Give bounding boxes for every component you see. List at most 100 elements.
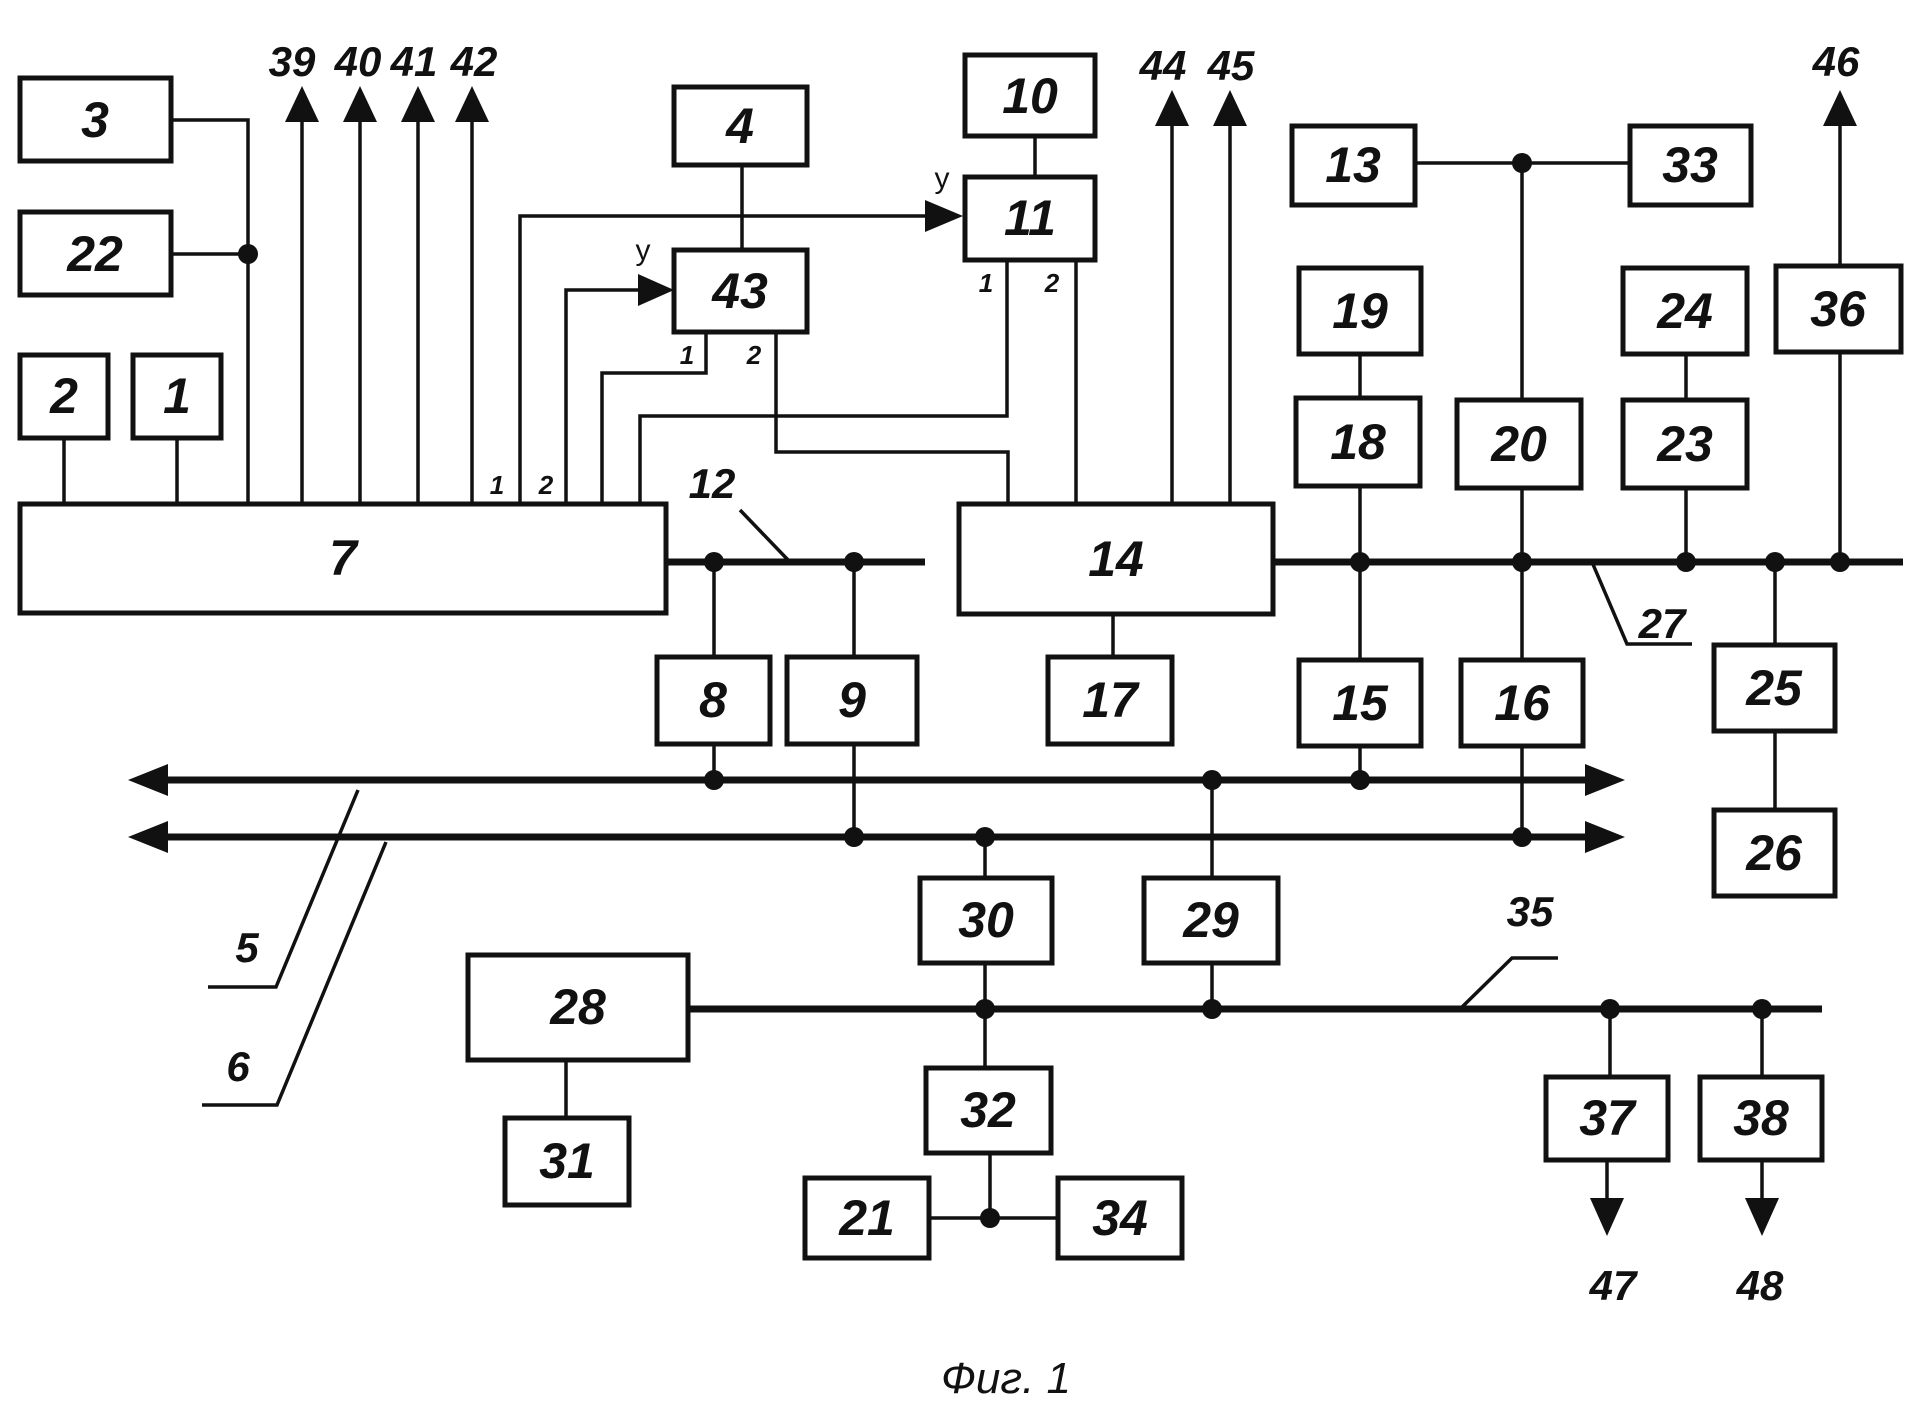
block-17-label: 17	[1082, 672, 1140, 728]
leader-12	[740, 510, 790, 562]
block-4-label: 4	[725, 98, 754, 154]
junction-27-20	[1512, 552, 1532, 572]
block-2: 2	[20, 355, 108, 438]
block-24-label: 24	[1656, 283, 1713, 339]
output-40: 40	[334, 38, 382, 85]
block-18-label: 18	[1330, 414, 1386, 470]
block-10-label: 10	[1002, 68, 1058, 124]
block-13: 13	[1292, 126, 1415, 205]
block-23-label: 23	[1656, 416, 1713, 472]
arrow-up-41	[401, 86, 435, 122]
output-42: 42	[450, 38, 498, 85]
block-30: 30	[920, 878, 1052, 963]
junction-13-33	[1512, 153, 1532, 173]
block-20-label: 20	[1490, 416, 1547, 472]
block-9-label: 9	[838, 672, 866, 728]
arrow-up-44	[1155, 90, 1189, 126]
wire-7-ctrl-43	[566, 290, 645, 504]
block-13-label: 13	[1325, 137, 1381, 193]
block-3-label: 3	[81, 92, 109, 148]
output-41: 41	[390, 38, 438, 85]
block-1-label: 1	[163, 368, 191, 424]
junction-3-22	[238, 244, 258, 264]
block-10: 10	[965, 55, 1095, 136]
block-30-label: 30	[958, 892, 1014, 948]
junction-12-8	[704, 552, 724, 572]
output-44: 44	[1139, 42, 1187, 89]
block-16-label: 16	[1494, 675, 1551, 731]
bus-12-label: 12	[689, 460, 736, 507]
block-11-label: 11	[1004, 190, 1056, 246]
control-mark-43: у	[636, 234, 651, 267]
block-29: 29	[1144, 878, 1278, 963]
junction-27-25	[1765, 552, 1785, 572]
wire-43-pin2-to-14	[776, 332, 1008, 504]
figure-caption: Фиг. 1	[941, 1354, 1071, 1403]
block-25: 25	[1714, 645, 1835, 731]
block-32: 32	[926, 1068, 1051, 1153]
bus-5-label: 5	[235, 924, 259, 971]
block-19-label: 19	[1332, 283, 1388, 339]
block-7-label: 7	[329, 530, 359, 586]
junction-6-16	[1512, 827, 1532, 847]
pin-7-out-2: 2	[538, 470, 554, 500]
block-21-label: 21	[838, 1190, 895, 1246]
block-43: 43	[674, 250, 807, 332]
junction-5-15	[1350, 770, 1370, 790]
block-15-label: 15	[1332, 675, 1389, 731]
leader-35	[1460, 958, 1558, 1009]
arrow-up-42	[455, 86, 489, 122]
block-22: 22	[20, 212, 171, 295]
block-29-label: 29	[1182, 892, 1239, 948]
arrow-bus5-left	[128, 764, 168, 796]
arrow-up-46	[1823, 90, 1857, 126]
block-20: 20	[1457, 400, 1581, 488]
block-17: 17	[1048, 657, 1172, 744]
block-34-label: 34	[1092, 1190, 1148, 1246]
block-25-label: 25	[1745, 660, 1803, 716]
wire-3-to-7	[171, 120, 248, 504]
block-32-label: 32	[960, 1082, 1016, 1138]
block-37-label: 37	[1579, 1090, 1637, 1146]
wire-32-21-34	[929, 1153, 1058, 1218]
block-14: 14	[959, 504, 1273, 614]
junction-6-30	[975, 827, 995, 847]
pin-43-1: 1	[680, 340, 694, 370]
junction-5-8	[704, 770, 724, 790]
junction-21-34	[980, 1208, 1000, 1228]
block-33-label: 33	[1662, 137, 1718, 193]
block-31: 31	[505, 1118, 629, 1205]
junction-35-37	[1600, 999, 1620, 1019]
block-23: 23	[1623, 400, 1747, 488]
block-11: 11	[965, 177, 1095, 260]
block-36: 36	[1776, 266, 1901, 352]
junction-27-36	[1830, 552, 1850, 572]
arrow-up-40	[343, 86, 377, 122]
block-26: 26	[1714, 810, 1835, 896]
bus-35-label: 35	[1507, 888, 1554, 935]
block-38-label: 38	[1733, 1090, 1789, 1146]
leader-5	[208, 790, 358, 987]
block-19: 19	[1299, 268, 1421, 354]
block-38: 38	[1700, 1077, 1822, 1160]
arrow-up-45	[1213, 90, 1247, 126]
block-43-label: 43	[711, 263, 768, 319]
block-4: 4	[674, 87, 807, 165]
junction-6-9	[844, 827, 864, 847]
junction-27-18	[1350, 552, 1370, 572]
block-1: 1	[133, 355, 221, 438]
arrow-bus6-left	[128, 821, 168, 853]
block-8-label: 8	[699, 672, 727, 728]
junction-35-29	[1202, 999, 1222, 1019]
block-36-label: 36	[1810, 281, 1867, 337]
block-22-label: 22	[66, 226, 123, 282]
output-48: 48	[1736, 1262, 1784, 1309]
block-26-label: 26	[1745, 825, 1803, 881]
output-46: 46	[1812, 38, 1860, 85]
pin-7-out-1: 1	[490, 470, 504, 500]
control-mark-11: у	[935, 162, 950, 195]
arrow-right-to-43	[638, 274, 674, 306]
block-7: 7	[20, 504, 666, 613]
block-31-label: 31	[539, 1133, 595, 1189]
